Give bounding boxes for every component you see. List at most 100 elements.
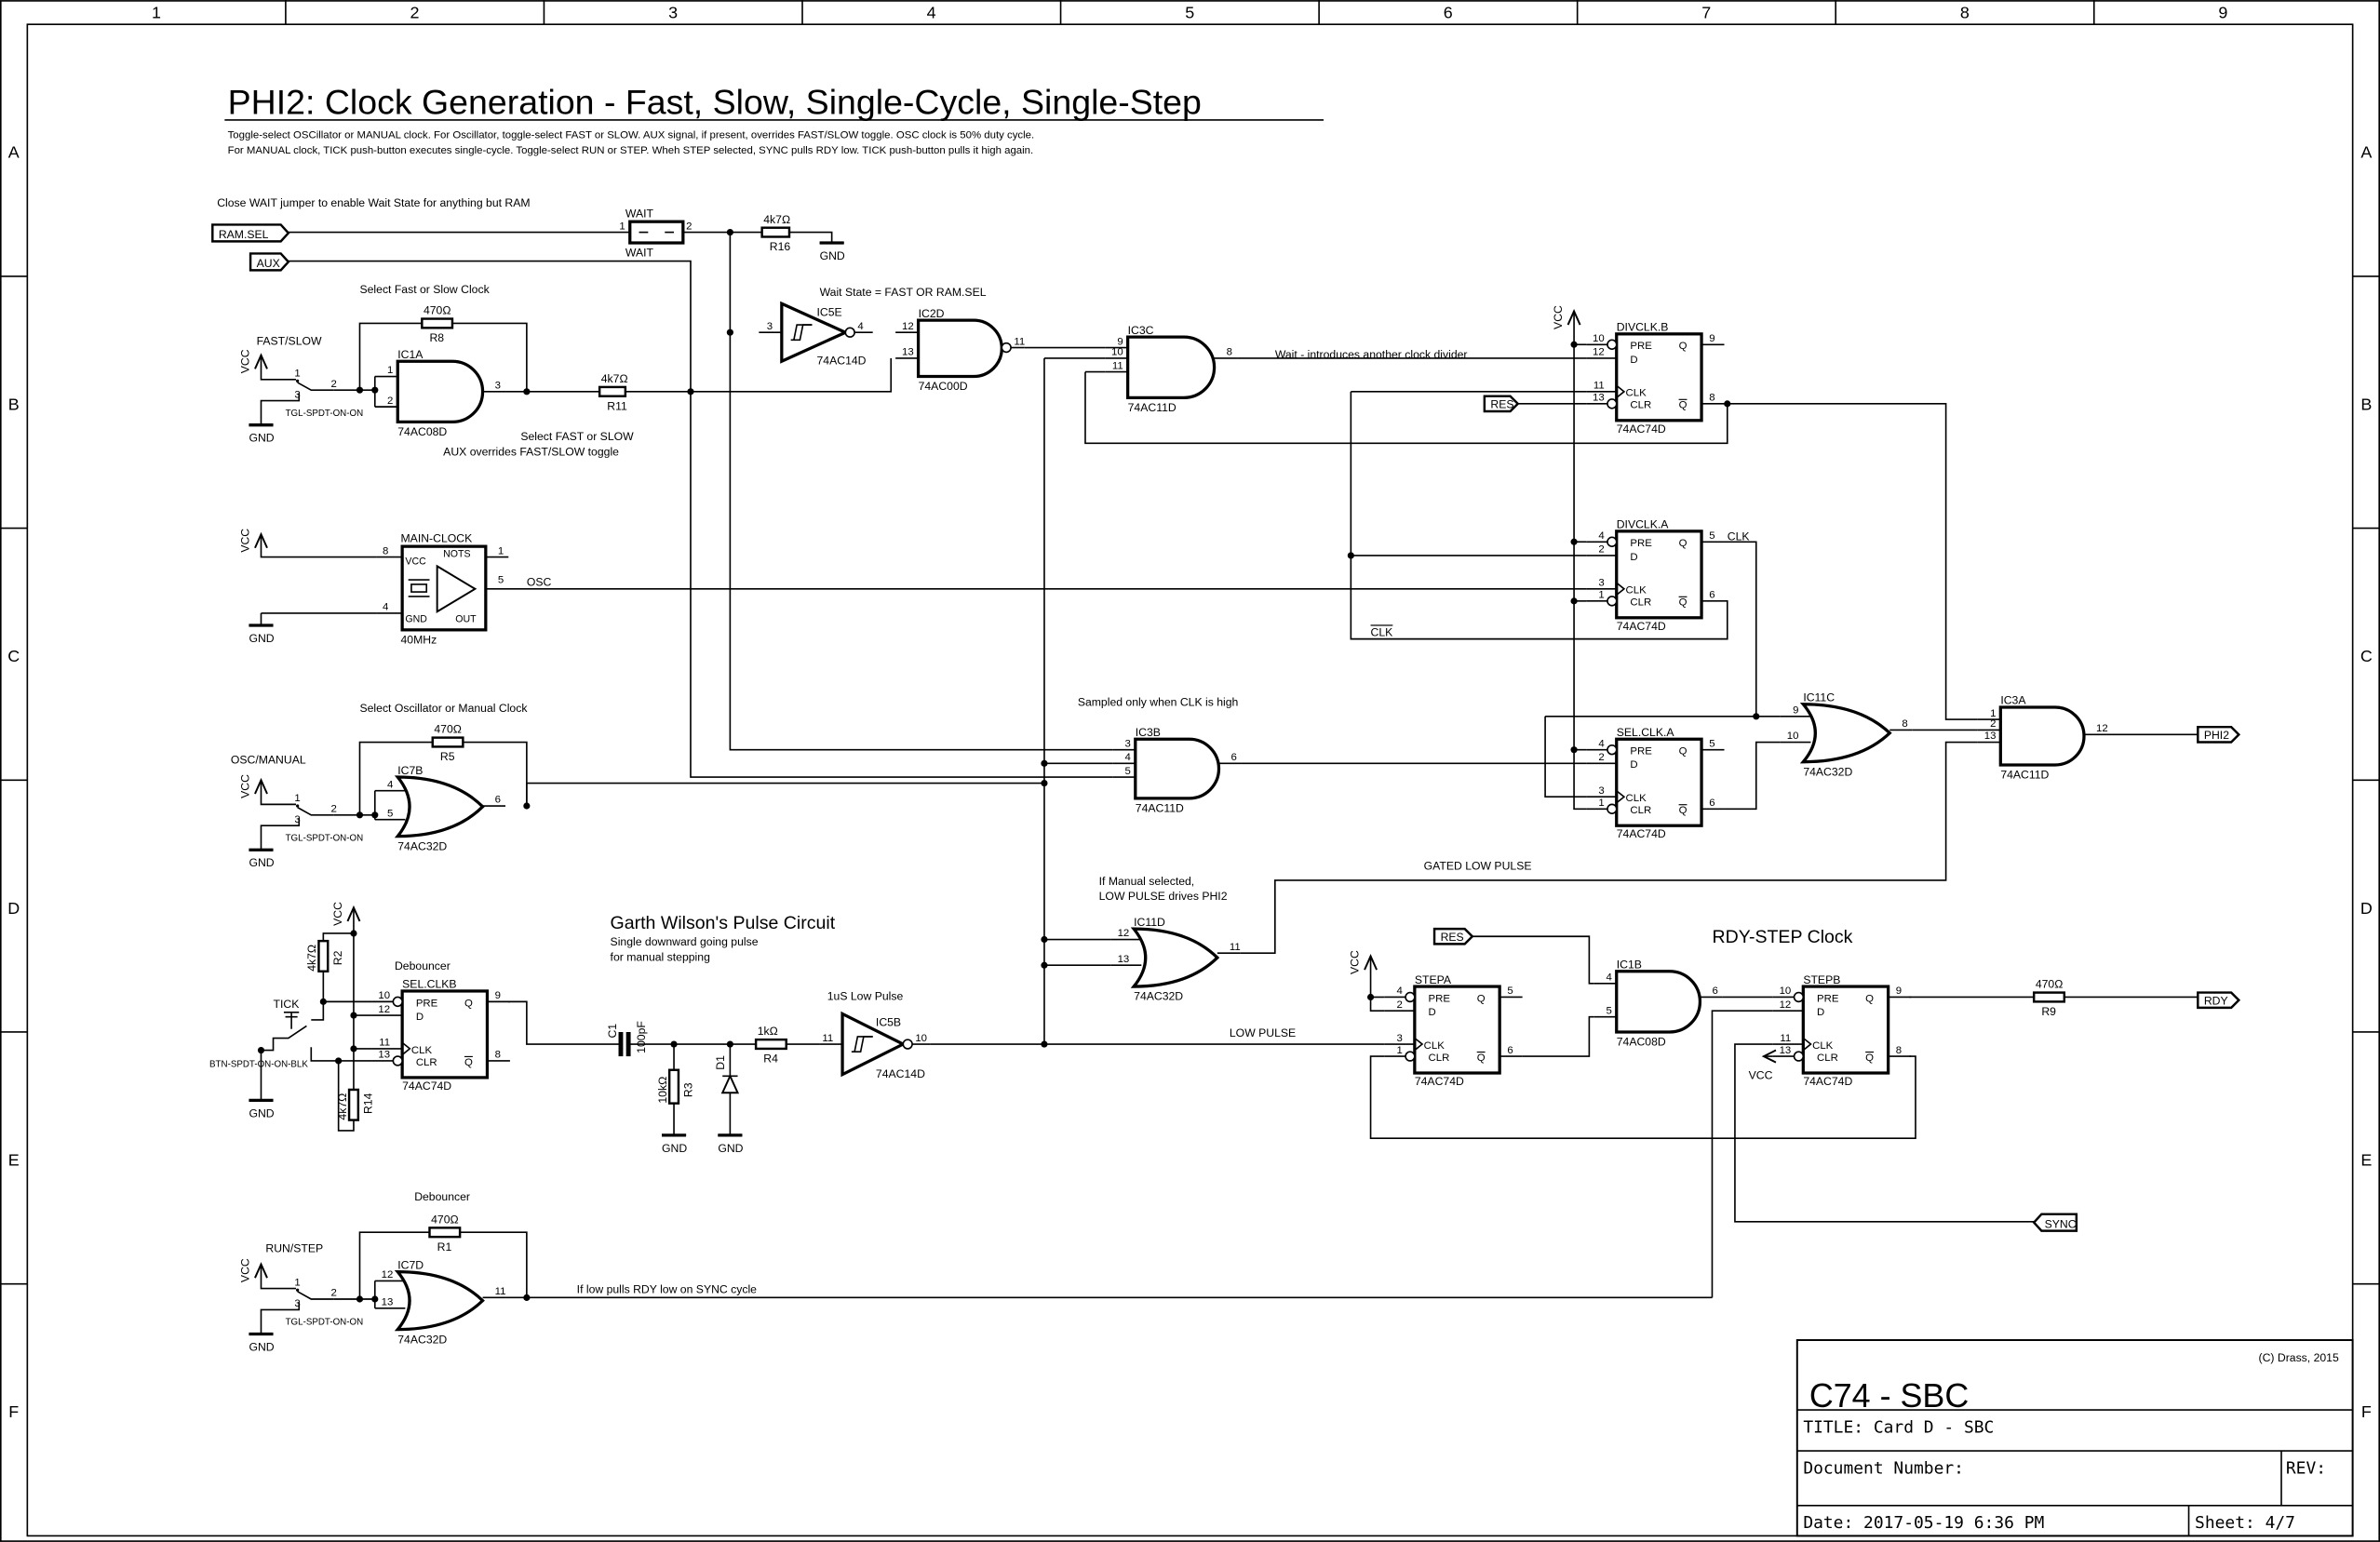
label: WAIT	[625, 207, 654, 220]
part-type: 74AC11D	[1136, 802, 1184, 815]
label: D	[1630, 355, 1637, 366]
wire	[1573, 311, 1587, 811]
gnd-label: GND	[249, 432, 274, 445]
switch-label: TICK	[274, 998, 301, 1011]
column-marker: 2	[410, 4, 420, 22]
part-name: IC1A	[397, 348, 424, 361]
pin-number: 5	[1607, 1005, 1612, 1016]
part-name: IC1B	[1617, 958, 1642, 971]
document-number: Document Number:	[1803, 1459, 1964, 1479]
row-marker: C	[7, 647, 20, 665]
wire	[260, 534, 377, 558]
wire	[460, 1231, 528, 1298]
active-low-bubble-icon	[1607, 803, 1618, 814]
label: CLR	[1630, 597, 1651, 609]
pin-number: 6	[1231, 752, 1237, 763]
port-aux	[249, 252, 290, 272]
column-marker: 3	[668, 4, 678, 22]
part-name: STEPB	[1803, 973, 1840, 986]
row-marker: E	[8, 1150, 20, 1169]
switch-contact-icon	[295, 379, 300, 383]
part-name: IC3B	[1136, 726, 1161, 739]
pin-number: 5	[1125, 766, 1131, 777]
wire	[625, 357, 893, 393]
pin-number: 1	[1990, 708, 1996, 719]
or-gate-ic11d	[1130, 927, 1220, 988]
gnd-label: GND	[249, 856, 274, 869]
pin-number: 3	[1598, 578, 1604, 589]
pin-number: 13	[382, 1297, 394, 1308]
schmitt-trigger-icon	[854, 1036, 873, 1053]
wire	[729, 232, 1113, 751]
junction-dot	[1347, 552, 1354, 559]
inverter-bubble-icon	[1001, 342, 1012, 354]
label: Q	[1679, 805, 1688, 816]
label: 1	[619, 221, 625, 232]
label: NOTS	[443, 549, 470, 560]
label: CLR	[1630, 400, 1651, 411]
label: PRE	[416, 998, 438, 1009]
resistor-icon	[428, 1227, 462, 1239]
port-label: RES	[1441, 931, 1464, 944]
active-low-bubble-icon	[1607, 596, 1618, 607]
port-res	[1483, 395, 1520, 413]
wire	[1084, 371, 1728, 445]
row-marker: D	[7, 899, 20, 918]
switch-part: TGL-SPDT-ON-ON	[286, 1318, 364, 1328]
flip-flop-stepb	[1801, 985, 1890, 1075]
clock-input-icon	[1616, 582, 1626, 596]
annotation: 1uS Low Pulse	[827, 990, 904, 1003]
date: Date: 2017-05-19 6:36 PM	[1803, 1513, 2044, 1533]
part-name: IC3A	[2000, 694, 2026, 707]
annotation: LOW PULSE	[1230, 1026, 1296, 1039]
label: 3	[294, 389, 300, 400]
junction-dot	[1366, 993, 1375, 1001]
resistor-icon	[667, 1068, 680, 1105]
pin-number: 11	[1014, 336, 1025, 347]
clock-input-icon	[1802, 1037, 1812, 1052]
annotation: GATED LOW PULSE	[1424, 859, 1532, 872]
port-rdy	[2197, 991, 2241, 1010]
label: Q	[1865, 993, 1874, 1004]
annotation: Debouncer	[414, 1190, 470, 1203]
port-sync	[2032, 1213, 2078, 1232]
pin-number: 13	[1118, 954, 1130, 965]
wire	[260, 355, 296, 381]
pin-number: 11	[1593, 381, 1605, 392]
flip-flop-selclk_b	[400, 989, 490, 1079]
wire	[358, 1231, 430, 1299]
copyright: (C) Drass, 2015	[2259, 1351, 2339, 1364]
active-low-bubble-icon	[392, 996, 403, 1008]
pin-number: 9	[1117, 336, 1123, 347]
pin-number: 11	[822, 1033, 833, 1044]
annotation: If low pulls RDY low on SYNC cycle	[577, 1282, 758, 1295]
vcc-label: VCC	[238, 529, 251, 553]
pin-number: 13	[1593, 393, 1605, 404]
vcc-label: VCC	[238, 774, 251, 798]
label: D	[1630, 552, 1637, 563]
wire	[260, 818, 301, 851]
pin-number: 8	[495, 1050, 501, 1061]
active-low-bubble-icon	[1405, 1051, 1416, 1062]
row-marker: D	[2360, 899, 2373, 918]
pin-number: 10	[1787, 731, 1799, 742]
pin-number: 1	[1598, 590, 1604, 601]
pin-number: 13	[1780, 1045, 1792, 1056]
annotation: LOW PULSE drives PHI2	[1099, 890, 1228, 903]
vcc-label: VCC	[1349, 950, 1362, 974]
pin-number: 8	[1709, 393, 1714, 404]
wire	[337, 1060, 355, 1132]
part-type: 74AC14D	[876, 1067, 925, 1080]
column-marker: 8	[1960, 4, 1970, 22]
pin-number: 6	[495, 795, 501, 806]
column-marker: 4	[927, 4, 936, 22]
wire	[451, 322, 528, 392]
pin-number: 6	[1709, 798, 1714, 809]
port-res	[1432, 927, 1474, 945]
label: CLK	[1626, 793, 1647, 804]
pin-number: 11	[1780, 1033, 1791, 1044]
wire	[1369, 956, 1385, 1012]
label: 1	[294, 793, 300, 804]
